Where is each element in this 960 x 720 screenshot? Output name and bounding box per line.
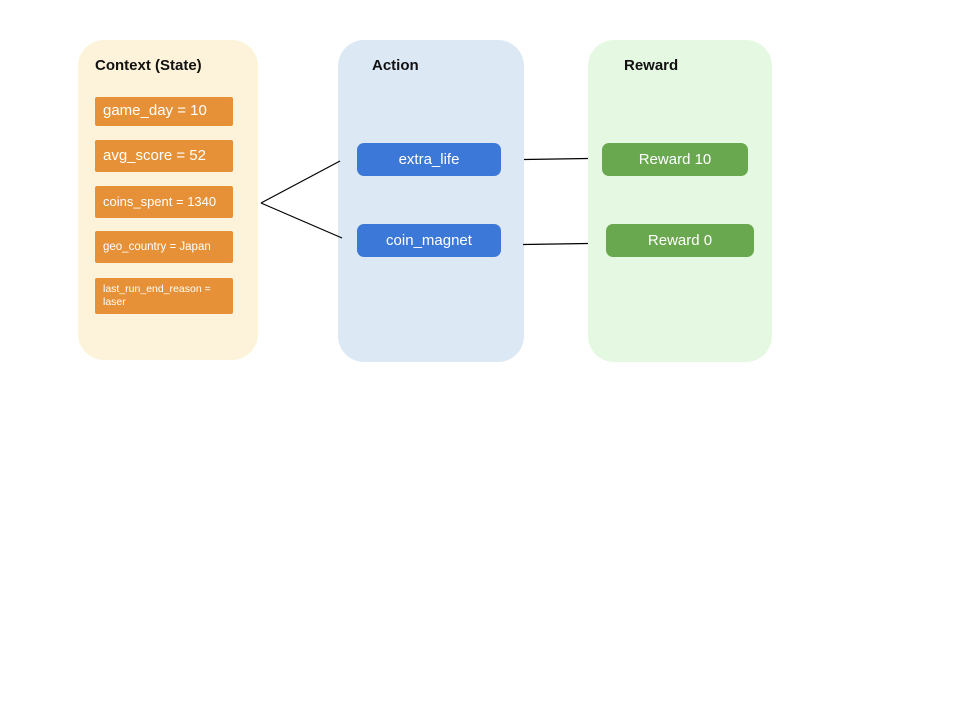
context-item-game-day: game_day = 10: [95, 97, 233, 126]
reward-panel: Reward Reward 10 Reward 0: [588, 40, 772, 362]
context-state-panel: Context (State) game_day = 10 avg_score …: [78, 40, 258, 360]
action-button-extra-life[interactable]: extra_life: [357, 143, 501, 176]
connector-context-to-coin-magnet: [260, 202, 343, 239]
action-panel: Action extra_life coin_magnet: [338, 40, 524, 362]
context-item-coins-spent: coins_spent = 1340: [95, 186, 233, 218]
connector-context-to-extra-life: [260, 160, 341, 204]
reward-box-0: Reward 0: [606, 224, 754, 257]
action-panel-title: Action: [372, 57, 419, 74]
action-button-coin-magnet[interactable]: coin_magnet: [357, 224, 501, 257]
reward-panel-title: Reward: [624, 57, 679, 74]
context-item-last-run-end-reason: last_run_end_reason = laser: [95, 278, 233, 314]
reward-box-10: Reward 10: [602, 143, 748, 176]
context-item-geo-country: geo_country = Japan: [95, 231, 233, 263]
connector-extra-life-to-reward-10: [523, 157, 589, 161]
context-panel-title: Context (State): [95, 57, 202, 74]
connector-coin-magnet-to-reward-0: [522, 242, 589, 246]
context-item-avg-score: avg_score = 52: [95, 140, 233, 172]
